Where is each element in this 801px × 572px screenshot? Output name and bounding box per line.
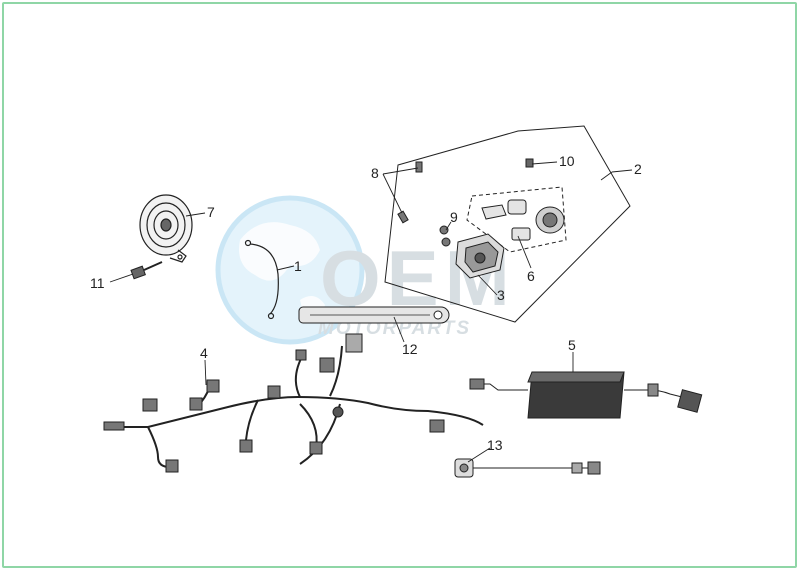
- callout-7: 7: [207, 204, 215, 220]
- horn-part: [139, 194, 193, 263]
- callout-10: 10: [559, 153, 575, 169]
- callout-labels: 1 2 3 4 5 6 7 8 9 10 11 12 13: [90, 153, 642, 453]
- cable-part-1: [244, 239, 279, 320]
- callout-3: 3: [497, 287, 505, 303]
- wiring-harness-part-4: [108, 345, 484, 468]
- callout-5: 5: [568, 337, 576, 353]
- harness-connectors: [103, 333, 445, 473]
- charger-part-5: [469, 371, 703, 419]
- cable-part-13: [454, 458, 601, 478]
- led-strip-part-12: [298, 306, 450, 324]
- callout-8: 8: [371, 165, 379, 181]
- callout-12: 12: [402, 341, 418, 357]
- switch-group-outline: [384, 125, 631, 323]
- callout-2: 2: [634, 161, 642, 177]
- callout-6: 6: [527, 268, 535, 284]
- lock-part-6: [481, 199, 565, 241]
- callout-13: 13: [487, 437, 503, 453]
- screws-part-8: [397, 161, 423, 224]
- screw-part-10: [525, 158, 534, 168]
- watermark-globe: [215, 195, 365, 345]
- bolt-part-11: [130, 261, 163, 280]
- callout-4: 4: [200, 345, 208, 361]
- callout-9: 9: [450, 209, 458, 225]
- callout-11: 11: [90, 275, 105, 291]
- ignition-switch-part-3: [455, 233, 505, 279]
- callout-1: 1: [294, 258, 302, 274]
- leader-lines: [109, 161, 633, 463]
- screws-part-9: [439, 225, 451, 247]
